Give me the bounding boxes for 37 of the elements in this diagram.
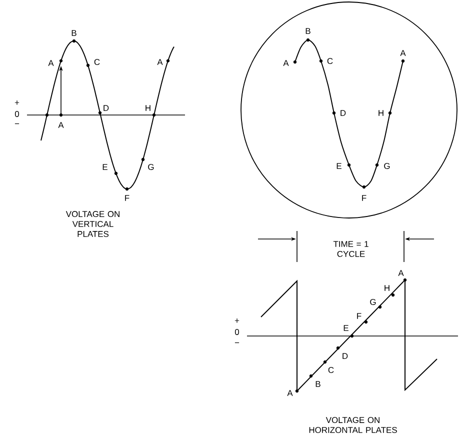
point-label: E [344,325,348,331]
point-label: E [102,164,108,170]
point-label: H [384,285,390,291]
axis-sign: + [14,100,20,105]
point-label: F [357,313,362,319]
axis-sign: 0 [234,329,240,335]
point-label: G [370,299,376,305]
point-label: C [328,367,334,373]
point-label: A [283,60,289,66]
caption: VOLTAGE ON HORIZONTAL PLATES [309,417,397,433]
caption: VOLTAGE ON VERTICAL PLATES [66,211,120,237]
point-label: D [342,353,348,359]
point-label: H [378,110,384,116]
point-label: C [327,58,333,64]
point-label: F [362,195,366,201]
point-label: A [58,122,64,128]
point-label: C [94,59,100,65]
point-label: A [400,50,406,56]
point-label: H [146,105,150,111]
axis-sign: − [14,123,20,124]
dimension-label: TIME = 1 CYCLE [333,241,368,257]
point-label: F [125,195,130,201]
point-label: D [104,105,109,111]
point-label: A [48,60,54,66]
point-label: D [340,110,346,116]
point-label: G [384,163,390,169]
axis-sign: + [234,318,240,323]
point-label: E [336,163,342,169]
point-label: B [316,381,320,387]
point-label: A [398,270,404,276]
point-label: G [148,164,154,170]
point-label: A [157,59,163,65]
axis-sign: 0 [14,111,20,117]
point-label: B [306,28,310,34]
point-label: B [72,30,76,36]
point-label: A [287,390,293,396]
axis-sign: − [234,342,240,344]
